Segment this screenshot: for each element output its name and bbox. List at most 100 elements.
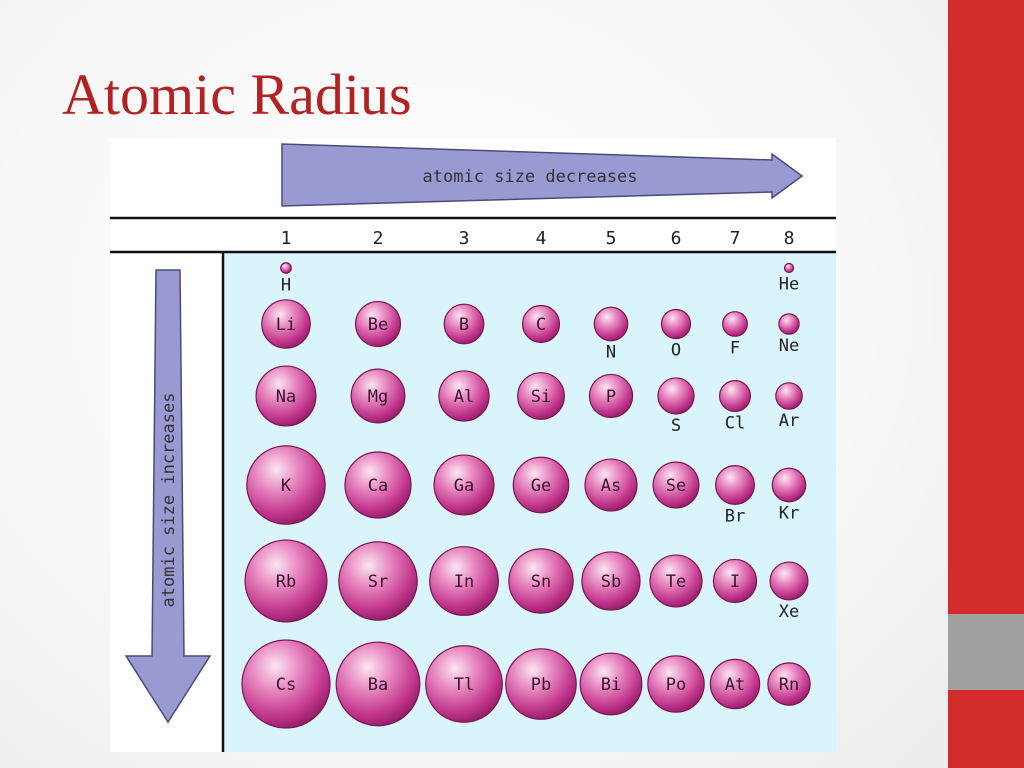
atom-label-se: Se [666, 476, 686, 496]
group-number-8: 8 [784, 228, 795, 249]
atom-label-mg: Mg [368, 387, 388, 407]
atom-mg: Mg [350, 368, 406, 424]
atom-sphere-p [588, 373, 634, 419]
atom-tl: Tl [425, 645, 503, 723]
atom-bi: Bi [579, 652, 643, 716]
atom-as: As [584, 458, 638, 512]
atom-label-be: Be [368, 315, 388, 335]
atom-label-te: Te [666, 572, 686, 592]
atom-sphere-na [255, 365, 317, 427]
atom-label-rn: Rn [779, 675, 799, 695]
atom-rn: Rn [767, 662, 811, 706]
group-number-5: 5 [606, 228, 617, 249]
atom-sphere-bi [579, 652, 643, 716]
atom-h: H [280, 262, 292, 295]
atom-label-at: At [725, 675, 745, 695]
atom-na: Na [255, 365, 317, 427]
atom-label-as: As [601, 476, 621, 496]
group-number-3: 3 [459, 228, 470, 249]
atom-label-bi: Bi [601, 675, 621, 695]
atom-c: C [521, 304, 561, 344]
atom-sphere-sb [581, 551, 641, 611]
atom-label-ge: Ge [531, 476, 551, 496]
atom-label-rb: Rb [276, 572, 296, 592]
atom-label-xe: Xe [779, 602, 799, 622]
atom-k: K [246, 445, 326, 525]
atom-label-o: O [671, 341, 681, 361]
atom-sphere-he [783, 262, 795, 274]
atom-kr: Kr [771, 467, 807, 524]
atom-label-ca: Ca [368, 476, 388, 496]
atom-pb: Pb [505, 648, 577, 720]
atom-sr: Sr [338, 541, 418, 621]
atom-sn: Sn [508, 548, 574, 614]
atom-te: Te [649, 554, 703, 608]
atom-p: P [588, 373, 634, 419]
atom-al: Al [438, 370, 490, 422]
atom-sphere-i [712, 558, 758, 604]
atom-n: N [593, 306, 629, 363]
atom-sb: Sb [581, 551, 641, 611]
atom-sphere-pb [505, 648, 577, 720]
atom-se: Se [652, 461, 700, 509]
atom-label-cs: Cs [276, 675, 296, 695]
decrease-arrow [281, 143, 804, 207]
side-accent-red-bottom [948, 690, 1024, 768]
atomic-radius-figure: atomic size decreases atomic size increa… [110, 138, 836, 752]
atom-o: O [660, 308, 692, 361]
atom-sphere-ge [512, 456, 570, 514]
increase-arrow-label: atomic size increases [159, 393, 179, 608]
atom-label-kr: Kr [779, 504, 799, 524]
side-accent-red-top [948, 0, 1024, 614]
atom-be: Be [354, 300, 402, 348]
atom-sphere-se [652, 461, 700, 509]
atom-si: Si [517, 372, 565, 420]
atom-sphere-ar [775, 382, 803, 410]
atom-b: B [443, 303, 485, 345]
atom-sphere-rn [767, 662, 811, 706]
atom-sphere-rb [244, 539, 328, 623]
atom-label-k: K [281, 476, 292, 496]
atom-po: Po [647, 655, 705, 713]
atom-i: I [712, 558, 758, 604]
atom-label-s: S [671, 416, 681, 436]
atom-sphere-cs [241, 639, 331, 729]
group-number-2: 2 [373, 228, 384, 249]
atom-li: Li [261, 299, 311, 349]
atom-ca: Ca [344, 451, 412, 519]
atom-label-h: H [281, 275, 291, 295]
atom-label-al: Al [454, 387, 474, 407]
atom-label-f: F [730, 338, 740, 358]
atom-label-in: In [454, 572, 474, 592]
atom-label-p: P [606, 387, 616, 407]
atom-ar: Ar [775, 382, 803, 431]
atom-label-li: Li [276, 315, 296, 335]
atom-sphere-s [657, 377, 695, 415]
atom-label-si: Si [531, 387, 551, 407]
atom-ge: Ge [512, 456, 570, 514]
atom-label-i: I [730, 572, 740, 592]
atom-label-cl: Cl [725, 413, 745, 433]
atom-sphere-cl [718, 380, 751, 413]
atom-label-po: Po [666, 675, 686, 695]
atom-sphere-li [261, 299, 311, 349]
atom-label-ga: Ga [454, 476, 474, 496]
atom-in: In [429, 546, 499, 616]
atom-xe: Xe [769, 561, 809, 622]
atom-sphere-o [660, 308, 692, 340]
atom-label-br: Br [725, 506, 745, 526]
side-accent-gray [948, 614, 1024, 690]
group-number-4: 4 [536, 228, 547, 249]
atom-label-ar: Ar [779, 411, 799, 431]
atom-sphere-sr [338, 541, 418, 621]
atom-sphere-ca [344, 451, 412, 519]
slide-title: Atomic Radius [62, 62, 412, 127]
atom-label-ba: Ba [368, 675, 388, 695]
atom-sphere-si [517, 372, 565, 420]
atom-ba: Ba [335, 641, 421, 727]
atom-label-n: N [606, 343, 616, 363]
atom-sphere-at [709, 658, 761, 710]
atom-sphere-al [438, 370, 490, 422]
